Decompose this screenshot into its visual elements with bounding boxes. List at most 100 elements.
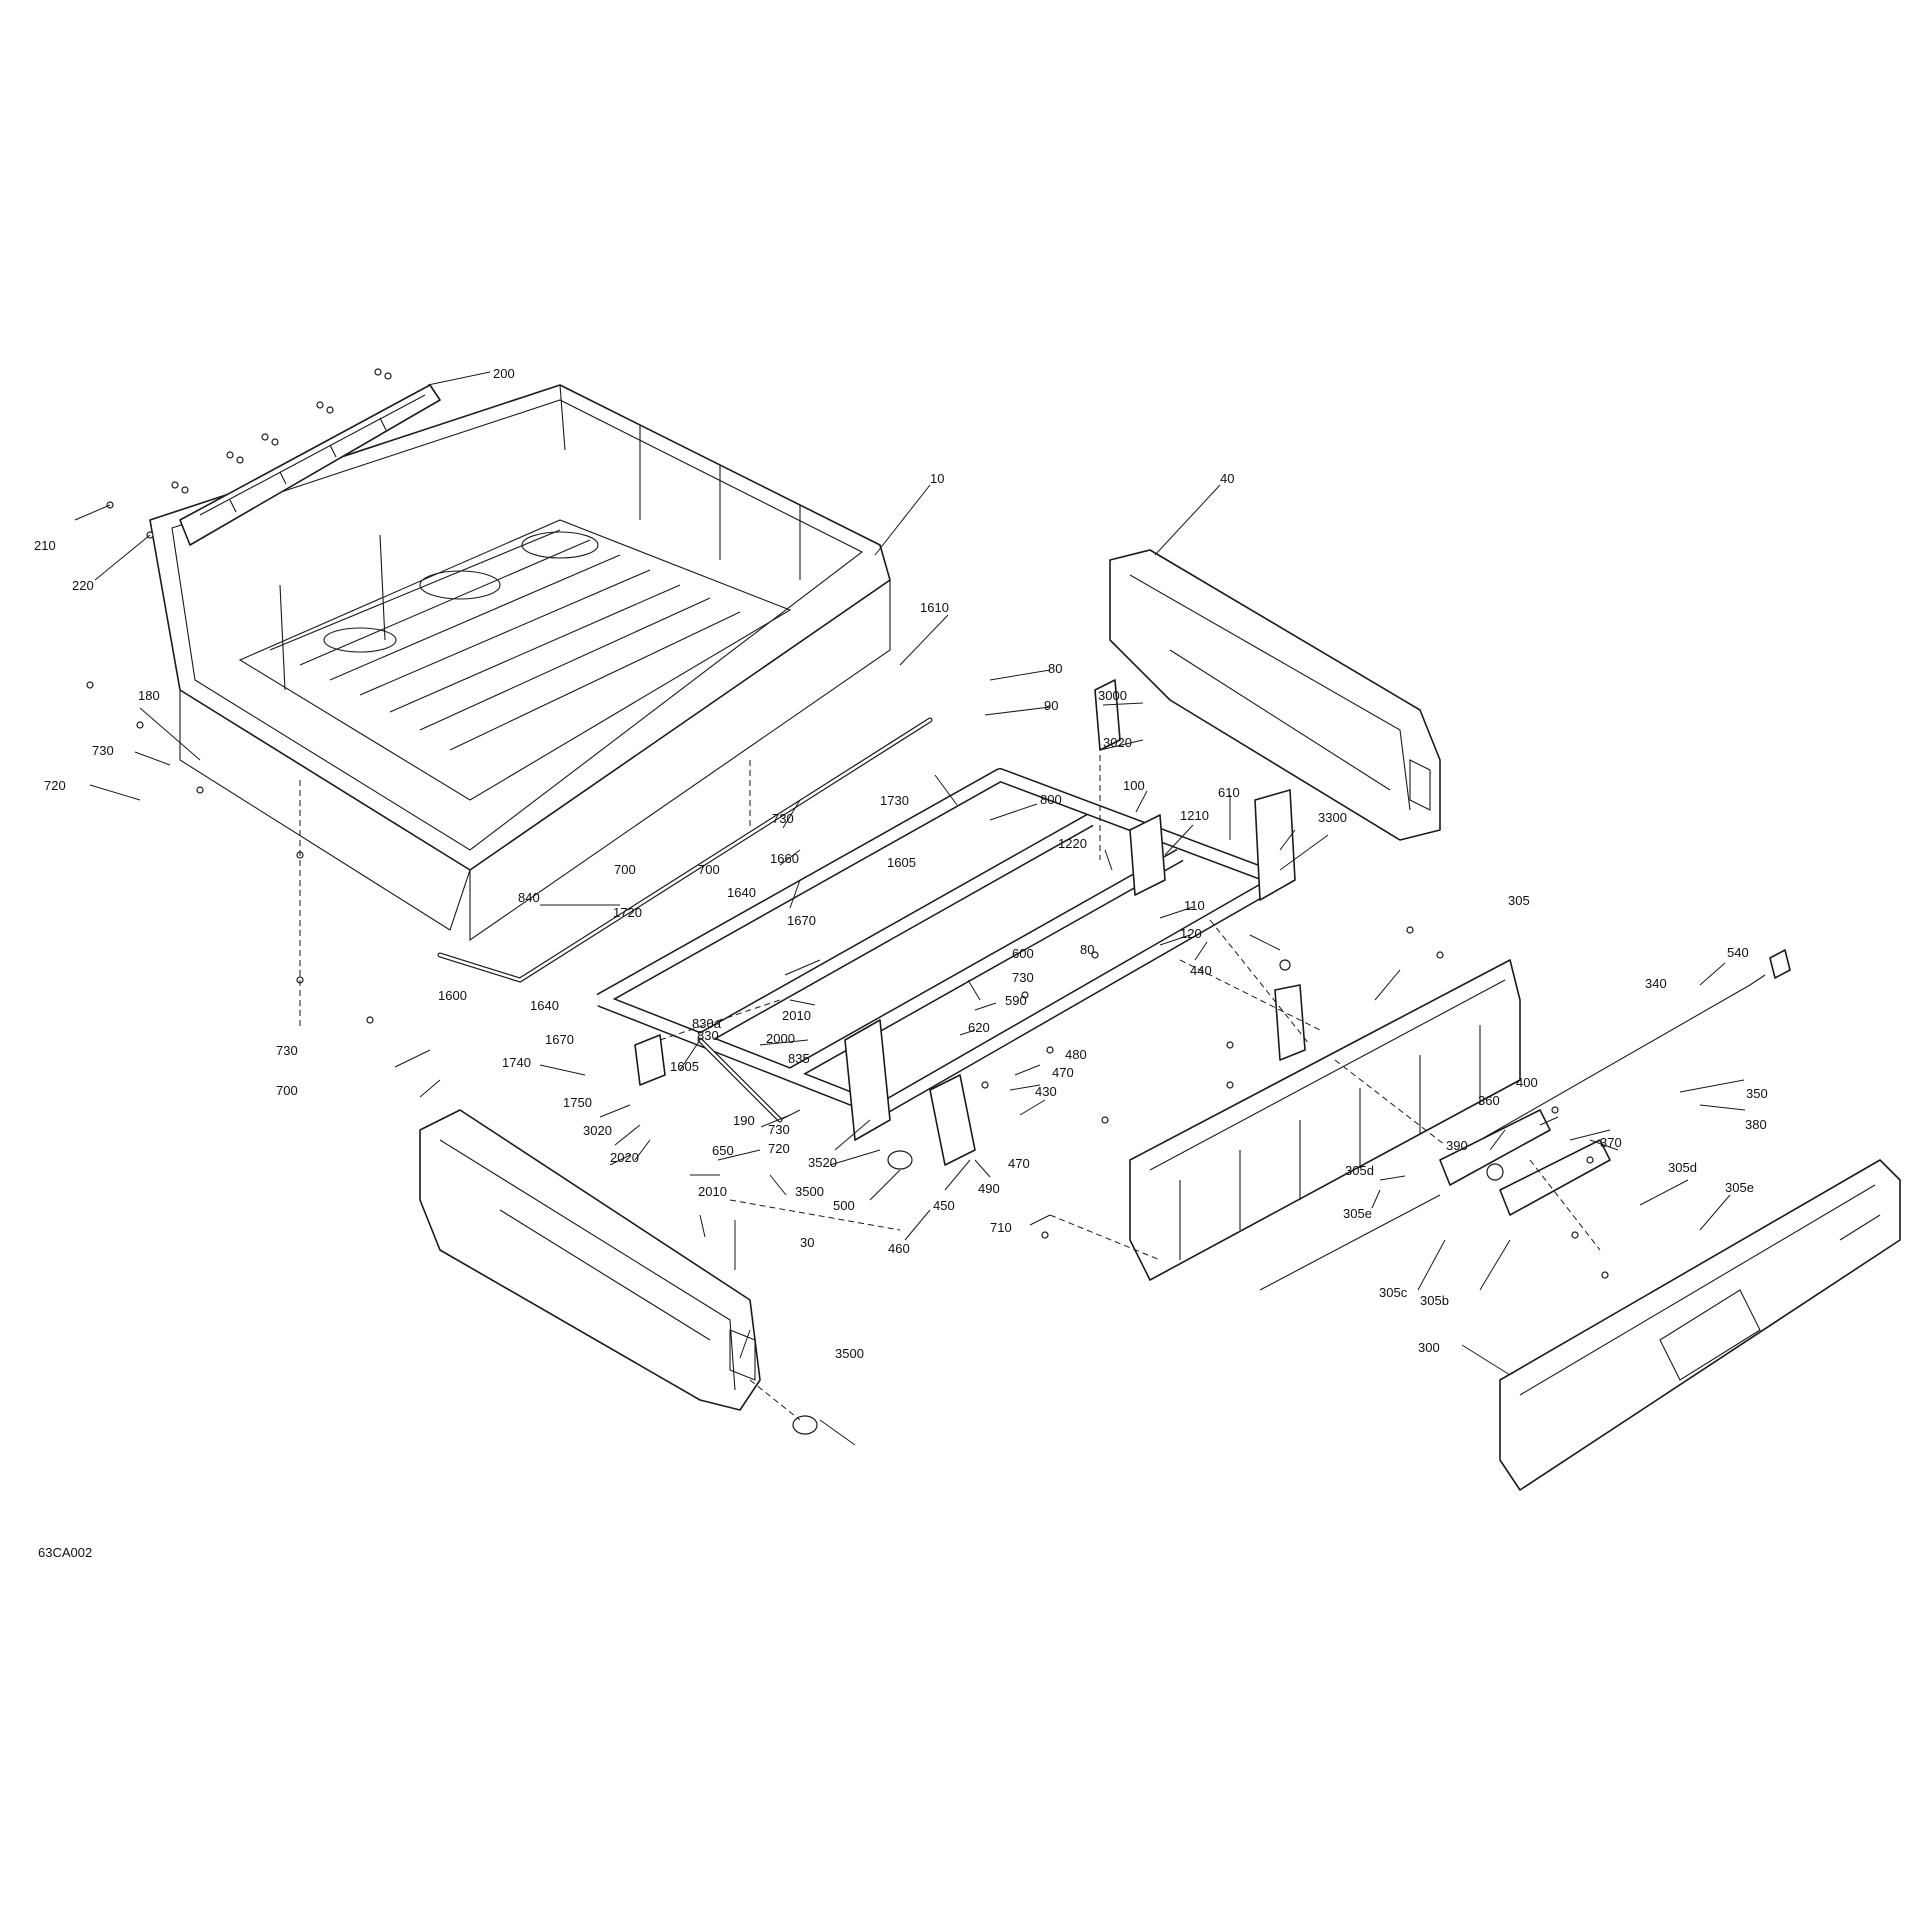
callout-835: 835 — [788, 1051, 810, 1066]
callout-1605-a: 1605 — [887, 855, 916, 870]
callout-1740: 1740 — [502, 1055, 531, 1070]
callout-380: 380 — [1745, 1117, 1767, 1132]
callout-540: 540 — [1727, 945, 1749, 960]
callout-600: 600 — [1012, 946, 1034, 961]
callout-620: 620 — [968, 1020, 990, 1035]
callout-450: 450 — [933, 1198, 955, 1213]
callout-3020-a: 3020 — [1103, 735, 1132, 750]
callout-490: 490 — [978, 1181, 1000, 1196]
fastener-group-top — [171, 368, 392, 494]
callout-100: 100 — [1123, 778, 1145, 793]
callout-360: 360 — [1478, 1093, 1500, 1108]
callout-1670-a: 1670 — [787, 913, 816, 928]
latch-assembly-part — [1439, 1109, 1611, 1216]
callout-720-b: 720 — [768, 1141, 790, 1156]
callout-200: 200 — [493, 366, 515, 381]
tailgate-inner-part — [1129, 959, 1521, 1281]
callout-1610: 1610 — [920, 600, 949, 615]
callout-1730: 1730 — [880, 793, 909, 808]
callout-190: 190 — [733, 1113, 755, 1128]
callout-3000: 3000 — [1098, 688, 1127, 703]
callout-1605-b: 1605 — [670, 1059, 699, 1074]
callout-1750: 1750 — [563, 1095, 592, 1110]
callout-730-b: 730 — [772, 811, 794, 826]
callout-305b: 305b — [1420, 1293, 1449, 1308]
rod-part — [437, 717, 933, 983]
callout-830: 830 — [697, 1028, 719, 1043]
callout-730-d: 730 — [768, 1122, 790, 1137]
callout-1670-b: 1670 — [545, 1032, 574, 1047]
callout-700-b: 700 — [698, 862, 720, 877]
cap-part — [792, 1150, 913, 1435]
callout-830a: 830a — [692, 1016, 722, 1031]
fastener-group — [86, 501, 1609, 1279]
rail-bracket-part — [179, 384, 441, 546]
callout-390: 390 — [1446, 1138, 1468, 1153]
callout-300: 300 — [1418, 1340, 1440, 1355]
callout-1600: 1600 — [438, 988, 467, 1003]
callout-120: 120 — [1180, 926, 1202, 941]
callout-220: 220 — [72, 578, 94, 593]
callout-720-a: 720 — [44, 778, 66, 793]
callout-40: 40 — [1220, 471, 1234, 486]
callout-800: 800 — [1040, 792, 1062, 807]
callout-305e-a: 305e — [1343, 1206, 1372, 1221]
callout-2010-b: 2010 — [698, 1184, 727, 1199]
callout-30: 30 — [800, 1235, 814, 1250]
callout-80-b: 80 — [1080, 942, 1094, 957]
callout-650: 650 — [712, 1143, 734, 1158]
assembly-guide-lines — [299, 755, 1601, 1421]
callout-2000: 2000 — [766, 1031, 795, 1046]
callout-340: 340 — [1645, 976, 1667, 991]
callout-305d-b: 305d — [1668, 1160, 1697, 1175]
callout-90: 90 — [1044, 698, 1058, 713]
left-side-panel-part — [419, 1109, 761, 1411]
callout-305d-a: 305d — [1345, 1163, 1374, 1178]
callout-500: 500 — [833, 1198, 855, 1213]
callout-3020-b: 3020 — [583, 1123, 612, 1138]
callout-3520: 3520 — [808, 1155, 837, 1170]
callout-1210: 1210 — [1180, 808, 1209, 823]
callout-labels: 200 210 220 10 40 180 730 720 1610 80 90… — [34, 366, 1768, 1361]
callout-700-a: 700 — [614, 862, 636, 877]
callout-730-a: 730 — [92, 743, 114, 758]
callout-3300: 3300 — [1318, 810, 1347, 825]
callout-730-c: 730 — [1012, 970, 1034, 985]
side-plate-part — [844, 789, 1296, 1141]
cable-part — [1259, 949, 1791, 1291]
drawing-code-label: 63CA002 — [38, 1545, 93, 1560]
callout-305c: 305c — [1379, 1285, 1408, 1300]
callout-10: 10 — [930, 471, 944, 486]
callout-710: 710 — [990, 1220, 1012, 1235]
callout-840: 840 — [518, 890, 540, 905]
callout-1640-b: 1640 — [530, 998, 559, 1013]
callout-590: 590 — [1005, 993, 1027, 1008]
callout-305e-b: 305e — [1725, 1180, 1754, 1195]
callout-730-e: 730 — [276, 1043, 298, 1058]
callout-180: 180 — [138, 688, 160, 703]
callout-1220: 1220 — [1058, 836, 1087, 851]
callout-400: 400 — [1516, 1075, 1538, 1090]
callout-3500-b: 3500 — [835, 1346, 864, 1361]
tailgate-outer-part — [1499, 1159, 1901, 1491]
callout-210: 210 — [34, 538, 56, 553]
callout-460: 460 — [888, 1241, 910, 1256]
hinge-bracket-part — [634, 679, 1306, 1166]
leader-lines — [74, 371, 1746, 1446]
callout-440: 440 — [1190, 963, 1212, 978]
callout-80-a: 80 — [1048, 661, 1062, 676]
frame-part — [596, 768, 1284, 1117]
callout-370: 370 — [1600, 1135, 1622, 1150]
right-side-panel-part — [1109, 549, 1441, 841]
callout-2010-a: 2010 — [782, 1008, 811, 1023]
callout-1660: 1660 — [770, 851, 799, 866]
callout-480: 480 — [1065, 1047, 1087, 1062]
callout-110: 110 — [1184, 898, 1205, 913]
callout-430: 430 — [1035, 1084, 1057, 1099]
callout-305: 305 — [1508, 893, 1530, 908]
callout-1720: 1720 — [613, 905, 642, 920]
callout-350: 350 — [1746, 1086, 1768, 1101]
callout-2020: 2020 — [610, 1150, 639, 1165]
callout-470-a: 470 — [1008, 1156, 1030, 1171]
